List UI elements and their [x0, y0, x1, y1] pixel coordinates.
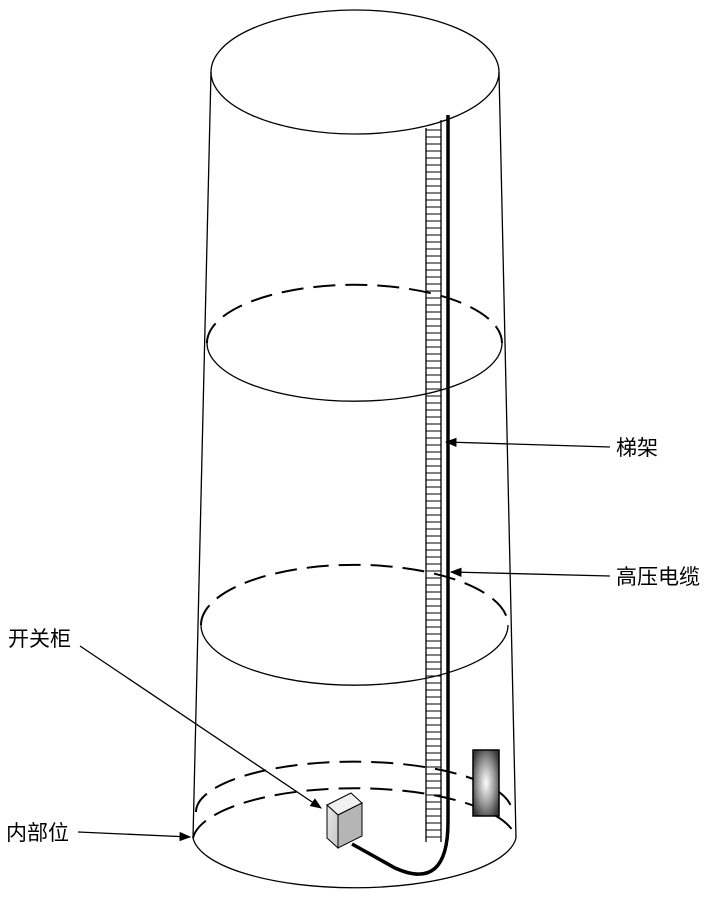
tower-body — [192, 9, 517, 889]
high-voltage-cable — [351, 115, 450, 876]
ladder — [425, 120, 442, 842]
switchgear-side — [337, 802, 363, 849]
left-wall — [192, 71, 212, 839]
cable-leader — [449, 567, 611, 577]
top-ellipse — [210, 9, 500, 135]
label-cable: 高压电缆 — [616, 565, 700, 589]
bottom-ellipse-back — [192, 787, 517, 839]
ladder-rungs — [426, 129, 441, 838]
wall-device-panel — [472, 749, 500, 817]
level-bottom-inner — [195, 760, 513, 813]
level-middle-front — [200, 624, 509, 686]
interior-leader — [77, 831, 192, 842]
leaders — [77, 437, 611, 842]
level-upper-back — [206, 283, 503, 344]
label-ladder: 梯架 — [616, 436, 658, 460]
switchgear-leader — [79, 645, 322, 809]
label-interior: 内部位 — [6, 821, 69, 845]
level-upper-front — [206, 342, 503, 402]
level-upper — [206, 283, 503, 402]
ladder-leader — [444, 437, 611, 448]
level-bottom-inner-back — [195, 760, 513, 813]
label-switchgear: 开关柜 — [8, 627, 71, 651]
level-middle-back — [200, 563, 509, 626]
right-wall — [498, 71, 517, 839]
switchgear-cabinet — [326, 792, 363, 850]
wall-device — [472, 749, 500, 817]
bottom-ellipse-front — [192, 837, 517, 889]
level-middle — [200, 563, 509, 686]
